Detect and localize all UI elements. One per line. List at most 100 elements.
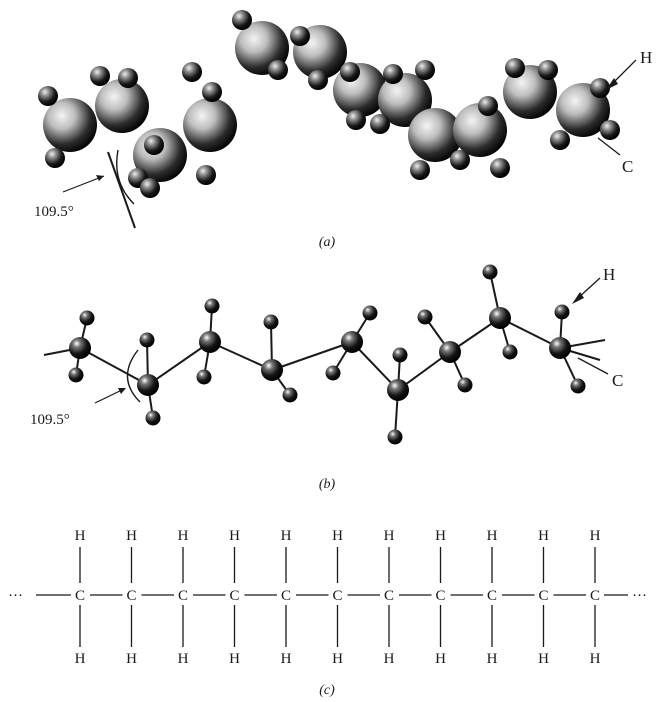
carbon-ball — [489, 307, 511, 329]
chain-bond — [499, 317, 561, 349]
hydrogen-ball — [392, 347, 408, 363]
hydrogen-ball — [282, 387, 298, 403]
carbon-atom — [408, 108, 462, 162]
ball-and-stick-bonds — [43, 271, 606, 438]
hydrogen-symbol: H — [281, 651, 292, 667]
hydrogen-atom — [144, 135, 164, 155]
hydrogen-atom — [232, 10, 252, 30]
ball-and-stick-atoms — [68, 264, 586, 445]
bond-angle-marker-a — [62, 149, 136, 229]
carbon-label-b: C — [612, 371, 623, 390]
chain-bond — [209, 341, 273, 371]
carbon-ball — [341, 331, 363, 353]
chain-bond — [79, 347, 149, 386]
hydrogen-symbol: H — [487, 651, 498, 667]
carbon-symbol: C — [538, 588, 548, 604]
carbon-atom — [453, 103, 507, 157]
hydrogen-atom — [490, 158, 510, 178]
hydrogen-symbol: H — [126, 528, 137, 544]
hydrogen-atom — [290, 26, 310, 46]
bond-angle-label-b: 109.5° — [30, 412, 70, 428]
chain-bond — [271, 341, 353, 371]
carbon-symbol: C — [281, 588, 291, 604]
carbon-pointer-a — [597, 137, 621, 156]
hydrogen-atom — [383, 64, 403, 84]
hydrogen-symbol: H — [178, 528, 189, 544]
hydrogen-atom — [346, 110, 366, 130]
hydrogen-ball — [502, 344, 518, 360]
hydrogen-atom — [340, 62, 360, 82]
hydrogen-atom — [268, 60, 288, 80]
hydrogen-label-a: H — [640, 48, 652, 67]
hydrogen-ball — [139, 332, 155, 348]
right-ellipsis: ··· — [632, 588, 647, 604]
hydrogen-symbol: H — [384, 528, 395, 544]
caption-c: (c) — [319, 683, 335, 698]
carbon-atom — [378, 73, 432, 127]
hydrogen-atom — [415, 60, 435, 80]
hydrogen-symbol: H — [281, 528, 292, 544]
hydrogen-atom — [118, 68, 138, 88]
carbon-ball — [387, 379, 409, 401]
hydrogen-atom — [182, 62, 202, 82]
hydrogen-atom — [450, 150, 470, 170]
carbon-symbol: C — [435, 588, 445, 604]
hydrogen-ball — [263, 314, 279, 330]
bond-angle-marker-b — [94, 349, 141, 404]
hydrogen-ball — [457, 377, 473, 393]
hydrogen-symbol: H — [435, 651, 446, 667]
carbon-ball — [137, 374, 159, 396]
hydrogen-atom — [590, 78, 610, 98]
hydrogen-atom — [478, 96, 498, 116]
hydrogen-symbol: H — [229, 651, 240, 667]
hydrogen-ball — [79, 310, 95, 326]
hydrogen-atom — [308, 70, 328, 90]
hydrogen-atom — [538, 60, 558, 80]
hydrogen-symbol: H — [487, 528, 498, 544]
hydrogen-symbol: H — [75, 528, 86, 544]
carbon-ball — [549, 337, 571, 359]
left-ellipsis: ··· — [8, 588, 23, 604]
carbon-ball — [439, 341, 461, 363]
panel-a-space-filling-model: 109.5° H C (a) — [34, 10, 652, 250]
hydrogen-atom — [410, 160, 430, 180]
carbon-ball — [199, 331, 221, 353]
hydrogen-symbol: H — [332, 651, 343, 667]
hydrogen-pointer-a — [606, 59, 637, 90]
hydrogen-symbol: H — [435, 528, 446, 544]
hydrogen-symbol: H — [538, 528, 549, 544]
carbon-symbol: C — [178, 588, 188, 604]
hydrogen-symbol: H — [590, 528, 601, 544]
hydrogen-ball — [68, 367, 84, 383]
hydrogen-atom — [370, 114, 390, 134]
carbon-atom — [183, 98, 237, 152]
hydrogen-symbol: H — [178, 651, 189, 667]
hydrogen-pointer-b — [572, 277, 601, 304]
space-filling-atoms — [38, 10, 620, 198]
hydrogen-ball — [554, 304, 570, 320]
carbon-ball — [261, 359, 283, 381]
hydrogen-ball — [482, 264, 498, 280]
carbon-symbol: C — [229, 588, 239, 604]
panel-b-ball-and-stick-model: 109.5° H C (b) — [30, 264, 623, 492]
chain-bond — [147, 341, 211, 386]
caption-b: (b) — [319, 477, 336, 492]
hydrogen-ball — [570, 378, 586, 394]
carbon-pointer-b — [577, 357, 609, 375]
hydrogen-atom — [45, 148, 65, 168]
hydrogen-atom — [196, 165, 216, 185]
hydrogen-label-b: H — [603, 265, 615, 284]
hydrogen-ball — [362, 305, 378, 321]
carbon-ball — [69, 337, 91, 359]
hydrogen-ball — [204, 298, 220, 314]
hydrogen-symbol: H — [75, 651, 86, 667]
hydrogen-atom — [90, 66, 110, 86]
hydrogen-ball — [325, 365, 341, 381]
caption-a: (a) — [319, 235, 336, 250]
hydrogen-atom — [38, 86, 58, 106]
hydrogen-atom — [550, 130, 570, 150]
